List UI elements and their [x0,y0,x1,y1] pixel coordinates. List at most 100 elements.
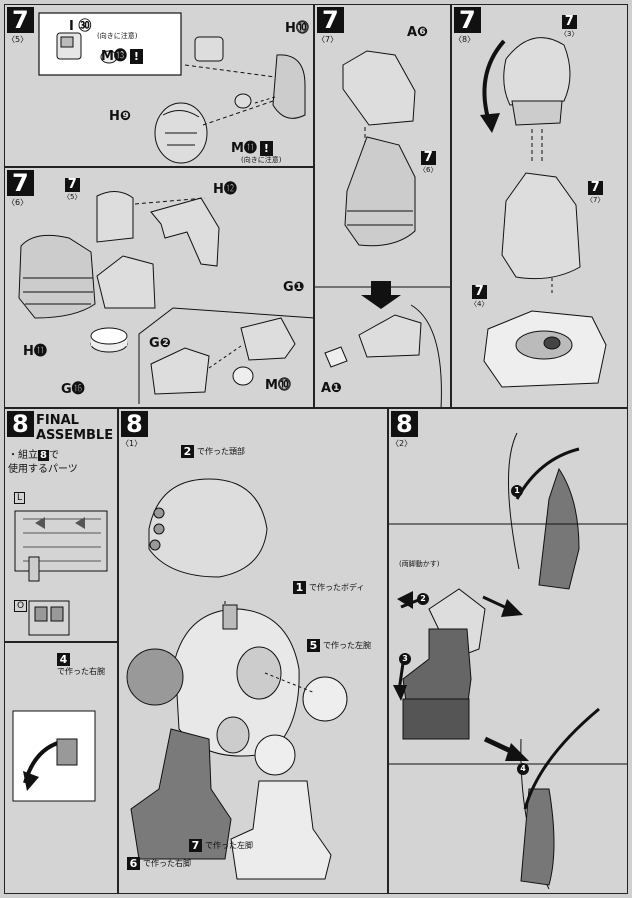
step-marker-2: 2 [417,593,429,605]
step-substep: 〈1〉 [121,439,143,448]
diagram-7-7 [315,50,450,407]
step-marker-1: 1 [511,485,523,497]
callout-right-leg: 6 で作った右脚 [127,857,191,870]
panel-step-7-6: 7 〈6〉 7 〈5〉 H⓬ H⓫ G⓰ G❶ G❷ M⓾ [4,167,314,408]
callout-step-number: 7 [189,839,202,852]
step-number: 7 [7,7,34,33]
step-marker-4: 4 [517,763,529,775]
step-substep: 〈7〉 [317,35,339,44]
diagram-7-8 [480,37,607,388]
part-label-h12: H⓬ [213,182,237,197]
runner-label-l: L [14,492,26,504]
part-label-m11: M⓫! [231,137,273,156]
callout-left-leg: 7 で作った左脚 [189,839,253,852]
callout-step-number: 2 [181,445,194,458]
panel-right-arm-detail: 4 で作った右腕 [4,642,118,894]
callout-text: で作った頭部 [197,447,245,456]
reference-step-number: 7 [587,181,603,195]
part-label-m10: M⓾ [265,378,291,393]
right-arm-diagram [12,710,96,802]
step-badge-7-8: 7 〈8〉 [454,7,481,45]
reference-substep: 〈4〉 [470,300,489,308]
callout-left-arm: 5 で作った左腕 [307,639,371,652]
panel-step-8-2: 8 〈2〉 (両脚動かす) 1 2 3 4 [388,408,628,894]
panel-step-8-1: 8 〈1〉 2 で作った頭部 1 で作ったボディ 5 で作った左腕 7 で作った… [118,408,388,894]
part-label-g16: G⓰ [61,382,85,397]
step-badge-7-6: 7 〈6〉 [7,170,34,208]
reference-substep: 〈3〉 [560,30,579,38]
step-marker-3: 3 [399,653,411,665]
callout-text: で作ったボディ [309,583,365,592]
step-number: 7 [454,7,481,33]
step-number: 7 [7,170,34,196]
callout-step-number: 5 [307,639,320,652]
callout-head: 2 で作った頭部 [181,445,245,458]
callout-step-number: 1 [293,581,306,594]
part-label-i30: I ㉚ [69,19,92,34]
step-substep: 〈8〉 [454,35,476,44]
usage-suffix: で [48,450,59,461]
part-label-a6: A❻ [407,25,429,40]
reference-badge-7-6: 7 〈6〉 [419,151,437,175]
reference-badge-7-5: 7 〈5〉 [63,178,81,202]
callout-right-arm: 4 で作った右腕 [57,653,105,677]
callout-step-number: 6 [127,857,140,870]
usage-line-2: 使用するパーツ [8,464,78,475]
reference-step-number: 7 [471,285,487,299]
callout-text: で作った右脚 [143,859,191,868]
orientation-note: (向きに注意) [97,32,138,40]
panel-final-assemble-parts: 8 [4,408,118,642]
callout-text: で作った左腕 [323,641,371,650]
part-label-g1: G❶ [283,280,305,295]
step-number: 7 [317,7,344,33]
usage-step-number: 8 [38,450,49,461]
part-label-h11: H⓫ [23,344,47,359]
reference-substep: 〈7〉 [586,196,605,204]
runner-diagram [14,510,108,636]
warning-icon: ! [129,49,143,64]
part-label-a1: A❶ [321,381,343,396]
diagram-8-1 [126,478,348,880]
reference-substep: 〈5〉 [63,193,82,201]
reference-substep: 〈6〉 [419,166,438,174]
panel-step-7-5: 7 〈5〉 I ㉚ (向きに注意) M⓭! H⓾ H❾ M⓫! (向きに注意) [4,4,314,167]
step-substep: 〈5〉 [7,35,29,44]
reference-badge-7-4: 7 〈4〉 [470,285,488,309]
part-label-m13: M⓭! [101,45,143,64]
reference-step-number: 7 [64,178,80,192]
step-badge-7-7: 7 〈7〉 [317,7,344,45]
part-label-h10: H⓾ [285,21,309,36]
part-label-m11-text: M⓫ [231,141,257,156]
diagram-7-5 [38,12,306,164]
step-badge-8-2: 8 〈2〉 [391,411,418,449]
callout-body: 1 で作ったボディ [293,581,364,594]
part-label-g2: G❷ [149,336,171,351]
step-number: 8 [7,411,34,437]
reference-step-number: 7 [420,151,436,165]
panel-step-7-8: 7 〈8〉 7 〈3〉 7 〈7〉 7 〈4〉 [451,4,628,408]
part-label-m13-text: M⓭ [101,49,127,64]
reference-badge-7-3: 7 〈3〉 [560,15,578,39]
callout-step-number: 4 [57,653,70,666]
step-number: 8 [391,411,418,437]
step-number: 8 [121,411,148,437]
warning-icon: ! [259,141,273,156]
both-legs-note: (両脚動かす) [399,560,440,568]
diagram-7-6 [18,191,313,404]
step-badge-8-1: 8 〈1〉 [121,411,148,449]
step-badge-7-5: 7 〈5〉 [7,7,34,45]
callout-text: で作った左脚 [205,841,253,850]
step-substep: 〈2〉 [391,439,413,448]
part-label-h9: H❾ [109,109,131,124]
final-assemble-title: FINAL ASSEMBLE [36,413,114,443]
runner-label-o: O [14,600,28,612]
step-badge-8: 8 [7,411,34,437]
orientation-note: (向きに注意) [241,156,282,164]
reference-badge-7-7: 7 〈7〉 [586,181,604,205]
reference-step-number: 7 [561,15,577,29]
callout-text: で作った右腕 [57,667,105,676]
usage-prefix: ・組立 [8,450,38,461]
